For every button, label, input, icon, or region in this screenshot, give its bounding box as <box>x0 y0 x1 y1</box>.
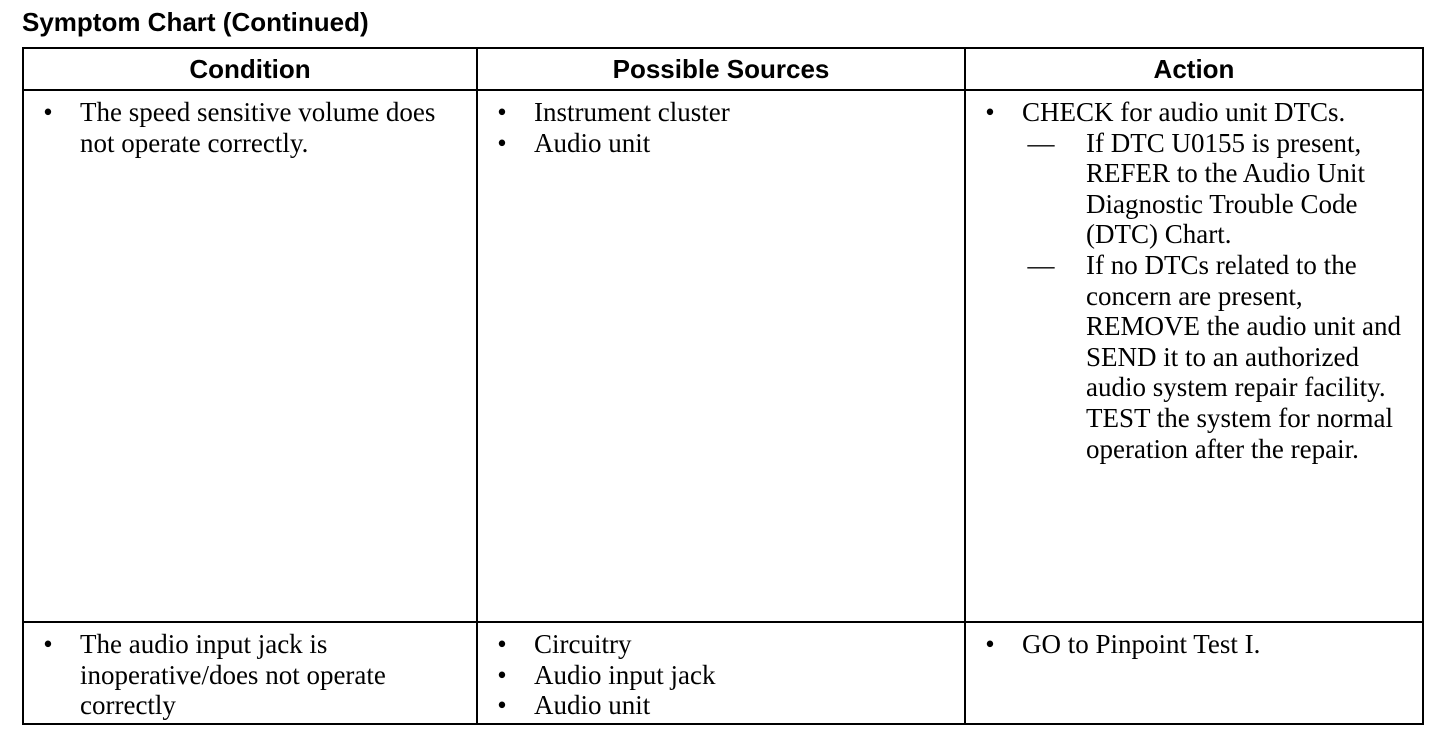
table-header-row: Condition Possible Sources Action <box>22 47 1424 91</box>
bullet-icon: • <box>985 629 995 659</box>
sources-cell: • Instrument cluster • Audio unit <box>476 89 966 623</box>
bullet-icon: • <box>497 127 507 158</box>
header-action: Action <box>964 47 1424 91</box>
bullet-icon: • <box>497 690 507 721</box>
bullet-icon: • <box>43 629 53 659</box>
page-title: Symptom Chart (Continued) <box>22 7 369 37</box>
sources-cell: • Circuitry • Audio input jack • Audio u… <box>476 621 966 725</box>
list-item: • The speed sensitive volume does not op… <box>24 97 476 158</box>
bullet-icon: • <box>497 659 507 690</box>
header-possible-sources: Possible Sources <box>476 47 966 91</box>
list-item: • Instrument cluster <box>478 97 964 128</box>
action-cell: • GO to Pinpoint Test I. <box>964 621 1424 725</box>
action-subitem-text: If no DTCs related to the concern are pr… <box>1086 249 1401 464</box>
condition-cell: • The audio input jack is inoperative/do… <box>22 621 478 725</box>
sub-list-item: — If no DTCs related to the concern are … <box>1020 250 1414 464</box>
sub-list-item: — If DTC U0155 is present, REFER to the … <box>1020 128 1414 250</box>
action-subitem-text: If DTC U0155 is present, REFER to the Au… <box>1086 127 1366 250</box>
condition-text: The audio input jack is inoperative/does… <box>80 629 386 721</box>
source-text: Audio input jack <box>534 659 716 690</box>
list-item: • Audio unit <box>478 128 964 159</box>
action-text: CHECK for audio unit DTCs. <box>1022 97 1346 127</box>
bullet-icon: • <box>497 629 507 659</box>
bullet-icon: • <box>985 97 995 127</box>
bullet-icon: • <box>43 97 53 127</box>
condition-cell: • The speed sensitive volume does not op… <box>22 89 478 623</box>
table-row: • The speed sensitive volume does not op… <box>22 89 1424 623</box>
action-cell: • CHECK for audio unit DTCs. — If DTC U0… <box>964 89 1424 623</box>
condition-text: The speed sensitive volume does not oper… <box>80 97 436 158</box>
list-item: • Audio unit <box>478 690 964 721</box>
list-item: • CHECK for audio unit DTCs. — If DTC U0… <box>966 97 1422 464</box>
list-item: • Circuitry <box>478 629 964 660</box>
source-text: Circuitry <box>534 629 632 659</box>
source-text: Audio unit <box>534 690 651 721</box>
list-item: • Audio input jack <box>478 660 964 691</box>
dash-icon: — <box>1027 127 1055 158</box>
list-item: • GO to Pinpoint Test I. <box>966 629 1422 660</box>
dash-icon: — <box>1027 249 1055 280</box>
header-condition: Condition <box>22 47 478 91</box>
bullet-icon: • <box>497 97 507 127</box>
action-text: GO to Pinpoint Test I. <box>1022 629 1261 659</box>
symptom-chart-table: Condition Possible Sources Action • The … <box>22 47 1424 725</box>
source-text: Audio unit <box>534 127 651 158</box>
source-text: Instrument cluster <box>534 97 730 127</box>
list-item: • The audio input jack is inoperative/do… <box>24 629 476 721</box>
table-row: • The audio input jack is inoperative/do… <box>22 621 1424 725</box>
